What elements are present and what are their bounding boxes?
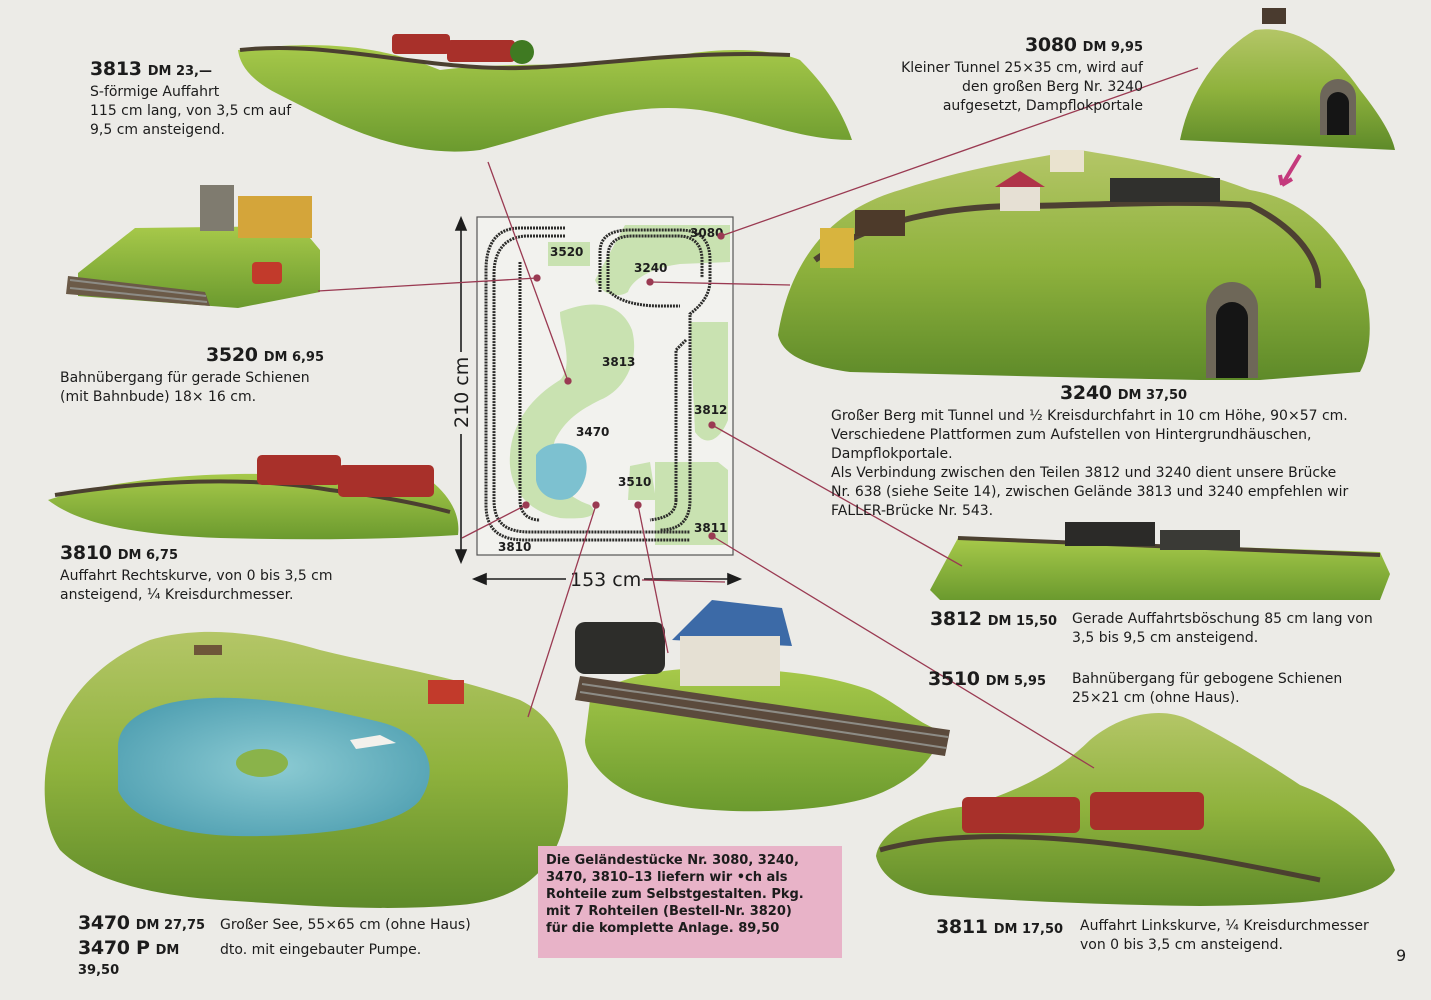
caption-3810: 3810 DM 6,75 Auffahrt Rechtskurve, von 0 … <box>60 542 333 605</box>
product-price: DM 37,50 <box>1117 388 1188 403</box>
caption-3811-text: Auffahrt Linkskurve, ¼ Kreisdurchmesser … <box>1080 917 1369 955</box>
description-line: S-förmige Auffahrt <box>90 84 220 100</box>
plan-lake <box>536 443 587 500</box>
description-line: Dampflokportale. <box>831 446 953 462</box>
caption-3510-text: Bahnübergang für gebogene Schienen 25×21… <box>1072 670 1342 708</box>
caption-3240: Großer Berg mit Tunnel und ½ Kreisdurchf… <box>831 407 1393 521</box>
description-line: Als Verbindung zwischen den Teilen 3812 … <box>831 465 1337 481</box>
caption-3240-heading: 3240 DM 37,50 <box>1060 382 1187 404</box>
description-line: Nr. 638 (siehe Seite 14), zwischen Gelän… <box>831 484 1349 500</box>
plan-label-3811: 3811 <box>694 521 727 535</box>
plan-piece-3510 <box>628 462 656 500</box>
plan-label-3510: 3510 <box>618 475 651 489</box>
note-line: Die Geländestücke Nr. 3080, 3240, <box>546 853 799 868</box>
description-line: Bahnübergang für gerade Schienen <box>60 370 310 386</box>
plan-label-3470: 3470 <box>576 425 609 439</box>
plan-width-label: 153 cm <box>570 569 641 591</box>
image-3470-lake <box>44 631 569 908</box>
plan-label-3240: 3240 <box>634 261 667 275</box>
note-box: Die Geländestücke Nr. 3080, 3240, 3470, … <box>538 846 842 958</box>
product-number: 3811 <box>936 916 988 938</box>
description-line: 25×21 cm (ohne Haus). <box>1072 690 1240 706</box>
image-3240-big-mountain <box>778 150 1370 380</box>
product-price: DM 6,95 <box>263 350 325 365</box>
plan-piece-3080-3240 <box>595 225 730 296</box>
image-3810-ramp <box>48 455 459 540</box>
product-number: 3470 <box>78 912 130 934</box>
note-line: für die komplette Anlage. 89,50 <box>546 921 780 936</box>
plan-label-3813: 3813 <box>602 355 635 369</box>
product-number: 3510 <box>928 668 980 690</box>
caption-3812-text: Gerade Auffahrtsböschung 85 cm lang von … <box>1072 610 1373 648</box>
caption-3520: 3520 DM 6,95 Bahnübergang für gerade Schi… <box>60 344 324 407</box>
product-number: 3520 <box>206 344 258 366</box>
image-3812-slope <box>930 522 1390 600</box>
product-price: DM 27,75 <box>135 918 206 933</box>
description-line: Bahnübergang für gebogene Schienen <box>1072 671 1343 687</box>
image-3811-curve <box>876 712 1395 906</box>
plan-label-3810: 3810 <box>498 540 531 554</box>
description-line: FALLER-Brücke Nr. 543. <box>831 503 994 519</box>
plan-tracks <box>484 226 712 542</box>
plan-label-3080: 3080 <box>690 226 723 240</box>
image-3510-crossing <box>575 600 950 812</box>
image-3520-crossing <box>66 185 320 308</box>
product-number: 3810 <box>60 542 112 564</box>
note-line: mit 7 Rohteilen (Bestell-Nr. 3820) <box>546 904 792 919</box>
product-price: DM 39,50 <box>78 943 180 978</box>
description-line: dto. mit eingebauter Pumpe. <box>220 942 422 958</box>
description-line: Kleiner Tunnel 25×35 cm, wird auf <box>901 60 1143 76</box>
layout-plan <box>476 216 734 556</box>
plan-piece-3520 <box>548 242 590 266</box>
description-line: Großer See, 55×65 cm (ohne Haus) <box>220 917 471 933</box>
product-number: 3470 P <box>78 937 150 959</box>
product-number: 3080 <box>1024 34 1077 56</box>
caption-3080: 3080 DM 9,95 Kleiner Tunnel 25×35 cm, wir… <box>901 34 1143 116</box>
description-line: (mit Bahnbude) 18× 16 cm. <box>60 389 257 405</box>
image-3813-ramp <box>238 34 852 152</box>
leader-lines <box>317 67 1199 769</box>
description-line: 115 cm lang, von 3,5 cm auf <box>90 103 292 119</box>
plan-label-3520: 3520 <box>550 245 583 259</box>
caption-3510: 3510 DM 5,95 <box>928 668 1046 690</box>
product-number: 3812 <box>930 608 982 630</box>
description-line: 3,5 bis 9,5 cm ansteigend. <box>1072 630 1259 646</box>
image-3080-small-tunnel <box>1180 8 1395 150</box>
product-price: DM 23,— <box>147 64 212 79</box>
description-line: ansteigend, ¼ Kreisdurchmesser. <box>60 587 294 603</box>
description-line: den großen Berg Nr. 3240 <box>961 79 1143 95</box>
plan-height-label: 210 cm <box>451 357 473 428</box>
description-line: Auffahrt Rechtskurve, von 0 bis 3,5 cm <box>60 568 333 584</box>
product-price: DM 9,95 <box>1082 40 1143 55</box>
description-line: Auffahrt Linkskurve, ¼ Kreisdurchmesser <box>1080 918 1369 934</box>
description-line: Gerade Auffahrtsböschung 85 cm lang von <box>1072 611 1373 627</box>
description-line: von 0 bis 3,5 cm ansteigend. <box>1080 937 1283 953</box>
plan-label-3812: 3812 <box>694 403 727 417</box>
product-number: 3813 <box>90 58 142 80</box>
product-price: DM 6,75 <box>117 548 179 563</box>
note-line: Rohteile zum Selbstgestalten. Pkg. <box>546 887 804 902</box>
caption-3812: 3812 DM 15,50 <box>930 608 1057 630</box>
product-price: DM 15,50 <box>987 614 1058 629</box>
plan-piece-3811 <box>655 462 728 545</box>
product-number: 3240 <box>1060 382 1112 404</box>
caption-3813: 3813 DM 23,— S-förmige Auffahrt 115 cm la… <box>90 58 291 140</box>
product-price: DM 17,50 <box>993 922 1064 937</box>
description-line: Großer Berg mit Tunnel und ½ Kreisdurchf… <box>831 408 1348 424</box>
description-line: aufgesetzt, Dampflokportale <box>942 98 1143 114</box>
description-line: Verschiedene Plattformen zum Aufstellen … <box>831 427 1312 443</box>
caption-3470: 3470 DM 27,75 Großer See, 55×65 cm (ohne … <box>78 912 471 978</box>
note-line: 3470, 3810–13 liefern wir •ch als <box>546 870 788 885</box>
plan-piece-3812 <box>690 322 728 441</box>
product-price: DM 5,95 <box>985 674 1047 689</box>
description-line: 9,5 cm ansteigend. <box>90 122 225 138</box>
caption-3811: 3811 DM 17,50 <box>936 916 1063 938</box>
page-number: 9 <box>1396 946 1407 965</box>
